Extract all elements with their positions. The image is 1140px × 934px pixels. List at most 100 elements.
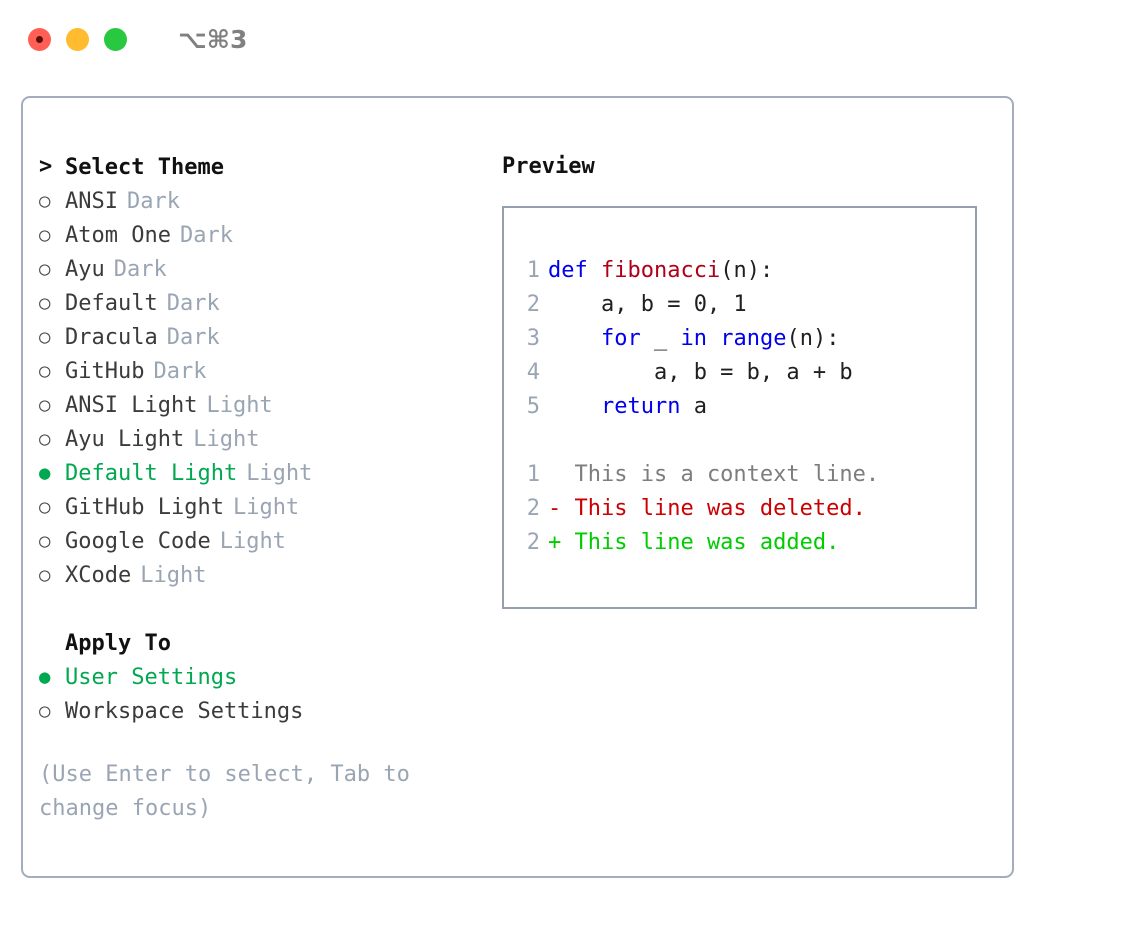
- apply-to-label: User Settings: [65, 664, 238, 690]
- theme-variant-tag: Light: [206, 392, 273, 418]
- traffic-light-group: [28, 27, 127, 51]
- radio-unselected-icon: ○: [39, 223, 51, 246]
- apply-to-label: Workspace Settings: [65, 698, 304, 724]
- theme-variant-tag: Dark: [113, 256, 167, 282]
- theme-list-item[interactable]: ○ Ayu Light Light: [39, 422, 489, 456]
- radio-unselected-icon: ○: [39, 359, 51, 382]
- radio-unselected-icon: ○: [39, 529, 51, 552]
- code-token: in: [680, 326, 707, 351]
- code-token: [548, 326, 601, 351]
- radio-unselected-icon: ○: [39, 427, 51, 450]
- theme-list-item[interactable]: ○ Default Dark: [39, 286, 489, 320]
- keyboard-hint-text: (Use Enter to select, Tab to change focu…: [39, 762, 410, 821]
- maximize-window-icon[interactable]: [104, 27, 127, 51]
- code-line-text: a, b = 0, 1: [548, 288, 747, 322]
- code-line-number: 1: [526, 258, 540, 283]
- theme-name: Dracula: [65, 324, 158, 350]
- apply-to-option[interactable]: ●User Settings: [39, 660, 489, 694]
- code-token: def: [548, 258, 601, 283]
- theme-variant-tag: Light: [246, 460, 313, 486]
- diff-sample: 1 This is a context line.2- This line wa…: [504, 458, 975, 560]
- code-line-text: def fibonacci(n):: [548, 254, 773, 288]
- theme-name: Default: [65, 290, 158, 316]
- diff-line: 1 This is a context line.: [504, 458, 975, 492]
- minimize-window-icon[interactable]: [66, 27, 89, 51]
- code-token: fibonacci: [600, 258, 721, 283]
- code-token: (n):: [786, 326, 840, 351]
- close-window-icon[interactable]: [28, 27, 51, 51]
- code-token: (n):: [720, 258, 774, 283]
- theme-name: Ayu: [65, 256, 105, 282]
- caret-icon: >: [39, 154, 53, 179]
- diff-line-text: - This line was deleted.: [548, 496, 866, 521]
- preview-title: Preview: [502, 154, 595, 179]
- code-line-number: 2: [526, 292, 540, 317]
- radio-unselected-icon: ○: [39, 393, 51, 416]
- apply-to-list: ●User Settings○Workspace Settings: [39, 660, 489, 728]
- window-shortcut-label: ⌥⌘3: [178, 24, 248, 54]
- theme-variant-tag: Dark: [126, 188, 180, 214]
- code-token: return: [600, 394, 681, 419]
- radio-unselected-icon: ○: [39, 291, 51, 314]
- theme-name: GitHub Light: [65, 494, 224, 520]
- code-diff-gap: [504, 424, 975, 458]
- code-line-text: a, b = b, a + b: [548, 356, 853, 390]
- theme-list-item[interactable]: ○ Google Code Light: [39, 524, 489, 558]
- theme-variant-tag: Dark: [166, 324, 220, 350]
- theme-name: Ayu Light: [65, 426, 185, 452]
- code-token: range: [720, 326, 787, 351]
- theme-variant-tag: Light: [140, 562, 207, 588]
- code-token: a, b = 0, 1: [548, 292, 747, 317]
- code-line: 1 def fibonacci(n):: [504, 254, 975, 288]
- window-titlebar: ⌥⌘3: [0, 0, 1140, 78]
- code-line: 4 a, b = b, a + b: [504, 356, 975, 390]
- code-line: 3 for _ in range(n):: [504, 322, 975, 356]
- apply-to-option[interactable]: ○Workspace Settings: [39, 694, 489, 728]
- theme-list-item[interactable]: ○ XCode Light: [39, 558, 489, 592]
- theme-name: Atom One: [65, 222, 171, 248]
- theme-variant-tag: Light: [193, 426, 260, 452]
- theme-variant-tag: Light: [232, 494, 300, 520]
- theme-name: Google Code: [65, 528, 211, 554]
- code-token: for: [600, 326, 641, 351]
- theme-name: ANSI: [65, 188, 118, 214]
- radio-selected-icon: ●: [39, 461, 51, 484]
- diff-line: 2- This line was deleted.: [504, 492, 975, 526]
- list-spacer: [39, 592, 489, 626]
- code-line-number: 5: [526, 394, 540, 419]
- theme-name: ANSI Light: [65, 392, 198, 418]
- diff-line-text: This is a context line.: [548, 462, 880, 487]
- code-token: _: [640, 326, 681, 351]
- code-line-number: 4: [526, 360, 540, 385]
- code-token: a, b = b, a + b: [548, 360, 853, 385]
- apply-to-header: Apply To: [39, 626, 489, 660]
- theme-list-item[interactable]: ● Default Light Light: [39, 456, 489, 490]
- code-line-number: 3: [526, 326, 540, 351]
- theme-variant-tag: Dark: [153, 358, 207, 384]
- radio-unselected-icon: ○: [39, 189, 51, 212]
- code-line: 5 return a: [504, 390, 975, 424]
- theme-variant-tag: Light: [219, 528, 286, 554]
- theme-variant-tag: Dark: [166, 290, 220, 316]
- diff-line-number: 2: [526, 530, 540, 555]
- theme-name: XCode: [65, 562, 132, 588]
- radio-unselected-icon: ○: [39, 563, 51, 586]
- code-line-text: for _ in range(n):: [548, 322, 839, 356]
- theme-list-item[interactable]: ○ ANSI Light Light: [39, 388, 489, 422]
- theme-list-item[interactable]: ○ ANSI Dark: [39, 184, 489, 218]
- apply-to-indent: [39, 634, 65, 653]
- theme-name: Default Light: [65, 460, 238, 486]
- select-theme-header: > Select Theme: [39, 150, 489, 184]
- select-theme-title: Select Theme: [65, 154, 224, 180]
- apply-to-title: Apply To: [65, 630, 171, 656]
- diff-line-text: + This line was added.: [548, 530, 840, 555]
